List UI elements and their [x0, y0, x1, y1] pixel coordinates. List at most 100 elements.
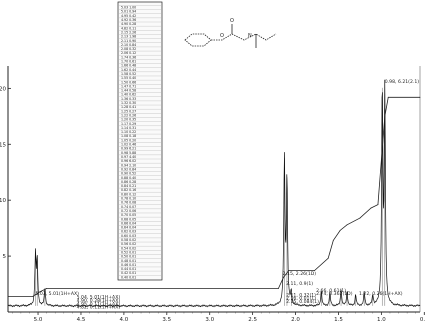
peak-table-row: 0.92 0.84 — [121, 167, 136, 171]
peak-table-row: 1.74 0.36 — [121, 55, 136, 59]
peak-annotations: 5.03, 5.01(1H+AX)5.04, 5.01(1H+AX)4.90, … — [35, 79, 419, 311]
peak-table-row: 2.10 0.84 — [121, 43, 136, 47]
integral-line — [8, 96, 420, 297]
peak-table-row: 0.42 0.01 — [121, 271, 136, 275]
peak-table-row: 0.46 0.01 — [121, 263, 136, 267]
peak-table-row: 1.32 0.30 — [121, 101, 136, 105]
peak-table-row: 2.13 1.98 — [121, 35, 136, 39]
peak-table-row: 0.60 0.03 — [121, 234, 136, 238]
x-tick-label: 1.5 — [334, 317, 343, 323]
integral-point — [419, 96, 421, 98]
integral-point — [32, 295, 34, 297]
peak-table-row: 2.06 0.12 — [121, 51, 136, 55]
peak-table-row: 0.66 0.04 — [121, 221, 136, 225]
peak-table-row: 1.28 0.41 — [121, 105, 136, 109]
integral-point — [346, 224, 348, 226]
atom-label: O — [220, 33, 224, 39]
atom-label: N — [248, 33, 252, 39]
peak-table-row: 1.55 0.40 — [121, 76, 136, 80]
peak-table-row: 0.70 0.05 — [121, 213, 136, 217]
integral-point — [288, 270, 290, 272]
peak-table-row: 1.02 0.46 — [121, 143, 136, 147]
peak-annotation: 2.11, 0.9(1) — [286, 281, 313, 287]
integral-point — [377, 204, 379, 206]
x-tick-labels: 5.04.54.03.53.02.52.01.51.00.5 — [12, 312, 425, 323]
peak-table-row: 1.08 0.18 — [121, 134, 136, 138]
peak-table-row: 1.47 0.71 — [121, 84, 136, 88]
peak-table-row: 5.01 0.94 — [121, 10, 136, 14]
peak-annotation: 2.15, 2.26(1D) — [283, 271, 317, 277]
peak-table-row: 1.10 0.22 — [121, 130, 136, 134]
y-tick-label: 15 — [0, 142, 6, 148]
peak-table-row: 1.05 0.20 — [121, 138, 136, 142]
peak-table-row: 1.17 0.29 — [121, 122, 136, 126]
peak-table-row: 0.52 0.01 — [121, 250, 136, 254]
integral-point — [359, 217, 361, 219]
integral-point — [39, 291, 41, 293]
peak-table-row: 0.40 0.01 — [121, 275, 136, 279]
peak-annotation: 4.95, 0.11(1H+AX) — [77, 301, 121, 307]
integral-point — [283, 276, 284, 278]
peak-table-row: 0.88 0.40 — [121, 176, 136, 180]
peak-annotation: 5.04, 5.01(1H+AX) — [77, 295, 121, 301]
peak-table-row: 4.90 0.28 — [121, 22, 136, 26]
integral-point — [46, 288, 48, 289]
peak-table-row: 1.22 0.26 — [121, 113, 136, 117]
peak-table-row: 1.40 0.62 — [121, 93, 136, 97]
peak-table-row: 0.97 4.40 — [121, 155, 136, 159]
peak-annotation: 1.22, 0.26(1H+AX) — [359, 291, 403, 297]
peak-table-row: 0.84 0.21 — [121, 184, 136, 188]
atom-label: O — [230, 18, 234, 24]
peak-table-row: 0.54 0.02 — [121, 246, 136, 250]
peak-annotation: 2.74, 0.362(1D) — [316, 291, 353, 297]
spectrum-series — [7, 79, 421, 308]
y-tick-label: 5 — [3, 254, 7, 260]
peak-table-row: 0.50 0.01 — [121, 255, 136, 259]
x-tick-label: 2.0 — [291, 317, 300, 323]
x-tick-label: 3.0 — [205, 317, 214, 323]
y-tick-label: 20 — [0, 86, 6, 92]
peak-annotation: 4.82, 0.11(1H+AX) — [77, 305, 121, 311]
peak-table-row: 0.58 0.02 — [121, 238, 136, 242]
y-tick-label: 10 — [0, 198, 6, 204]
peak-table-row: 0.44 0.01 — [121, 267, 136, 271]
peak-table-row: 1.20 0.35 — [121, 118, 136, 122]
integral-point — [370, 207, 372, 209]
peak-table-row: 1.44 0.58 — [121, 89, 136, 93]
peak-annotation: 0.98, 6.21(2.1) — [385, 79, 419, 85]
peak-table-row: 0.76 0.08 — [121, 201, 136, 205]
molecule-structure: O O N — [184, 18, 277, 48]
integral-point — [7, 295, 9, 297]
peak-table-row: 2.15 2.26 — [121, 30, 136, 34]
peak-table-row: 0.62 0.03 — [121, 230, 136, 234]
peak-table-row: 4.92 0.36 — [121, 18, 136, 22]
spectrum-line — [7, 79, 421, 308]
integral-point — [327, 257, 329, 259]
peak-table-row: 0.90 0.52 — [121, 172, 136, 176]
side-chain-bond — [211, 33, 277, 41]
peak-table: 5.03 1.005.01 0.944.95 0.424.92 0.364.90… — [117, 1, 163, 281]
integral-point — [277, 288, 279, 289]
x-tick-label: 5.0 — [34, 317, 43, 323]
integral-point — [387, 96, 389, 98]
x-tick-label: 1.0 — [377, 317, 386, 323]
peak-table-row: 0.80 0.12 — [121, 192, 136, 196]
integral-series — [7, 96, 421, 297]
integral-point — [384, 115, 386, 117]
peak-table-row: 0.78 0.10 — [121, 197, 136, 201]
integral-point — [380, 159, 382, 161]
x-tick-label: 4.0 — [120, 317, 129, 323]
peak-table-row: 0.86 0.28 — [121, 180, 136, 184]
peak-annotation: 2.16, 0.01(1) — [286, 296, 316, 302]
peak-table-row: 0.68 0.05 — [121, 217, 136, 221]
integral-point — [332, 240, 334, 241]
peak-table-row: 1.58 0.52 — [121, 72, 136, 76]
peak-table-row: 5.03 1.00 — [121, 6, 136, 10]
peak-table-row: 0.72 0.06 — [121, 209, 136, 213]
x-tick-label: 2.5 — [248, 317, 257, 323]
peak-annotation: 2.15, 0.084(1) — [286, 299, 319, 305]
peak-table-row: 1.36 0.33 — [121, 97, 136, 101]
peak-table-row: 0.64 0.04 — [121, 226, 136, 230]
